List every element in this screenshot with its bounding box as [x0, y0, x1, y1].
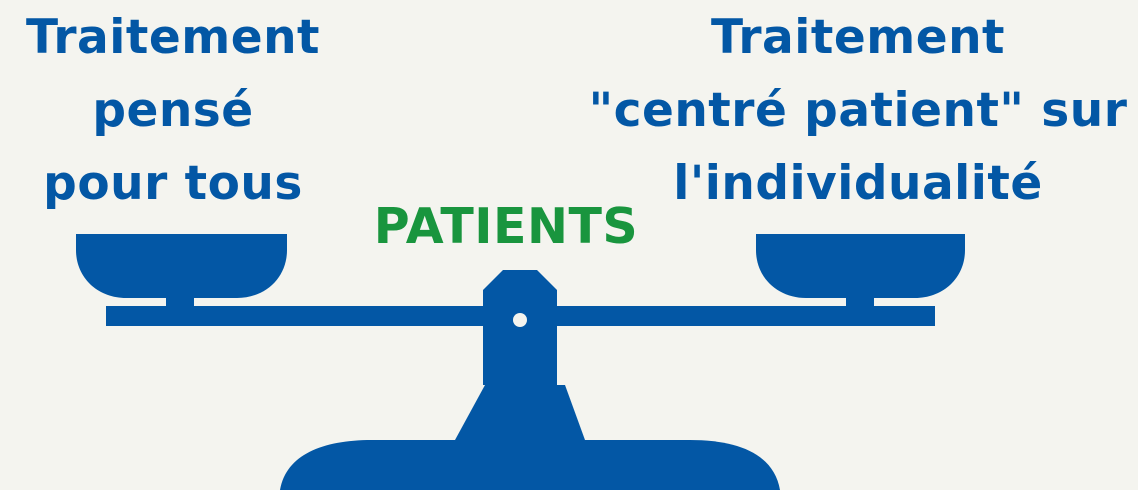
- balance-scale-icon: [76, 234, 965, 490]
- scale-post: [483, 270, 557, 385]
- left-pan-label-line-2: pensé: [92, 83, 254, 138]
- right-pan-label-line-2: "centré patient" sur: [588, 83, 1128, 138]
- right-pan-bowl: [756, 234, 965, 298]
- left-pan-label-line-1: Traitement: [25, 10, 321, 65]
- scale-base: [280, 440, 780, 490]
- left-pan-stem: [166, 296, 194, 308]
- left-pan-label-line-3: pour tous: [43, 156, 303, 211]
- right-pan-stem: [846, 296, 874, 308]
- pivot-hole: [513, 313, 527, 327]
- left-pan-label: Traitement pensé pour tous: [0, 1, 346, 220]
- center-label: PATIENTS: [358, 189, 654, 265]
- right-pan-label: Traitement "centré patient" sur l'indivi…: [578, 1, 1138, 220]
- scale-stand: [455, 385, 585, 440]
- left-pan-bowl: [76, 234, 287, 298]
- right-pan-label-line-1: Traitement: [710, 10, 1006, 65]
- center-label-text: PATIENTS: [373, 198, 639, 255]
- right-pan-label-line-3: l'individualité: [673, 156, 1043, 211]
